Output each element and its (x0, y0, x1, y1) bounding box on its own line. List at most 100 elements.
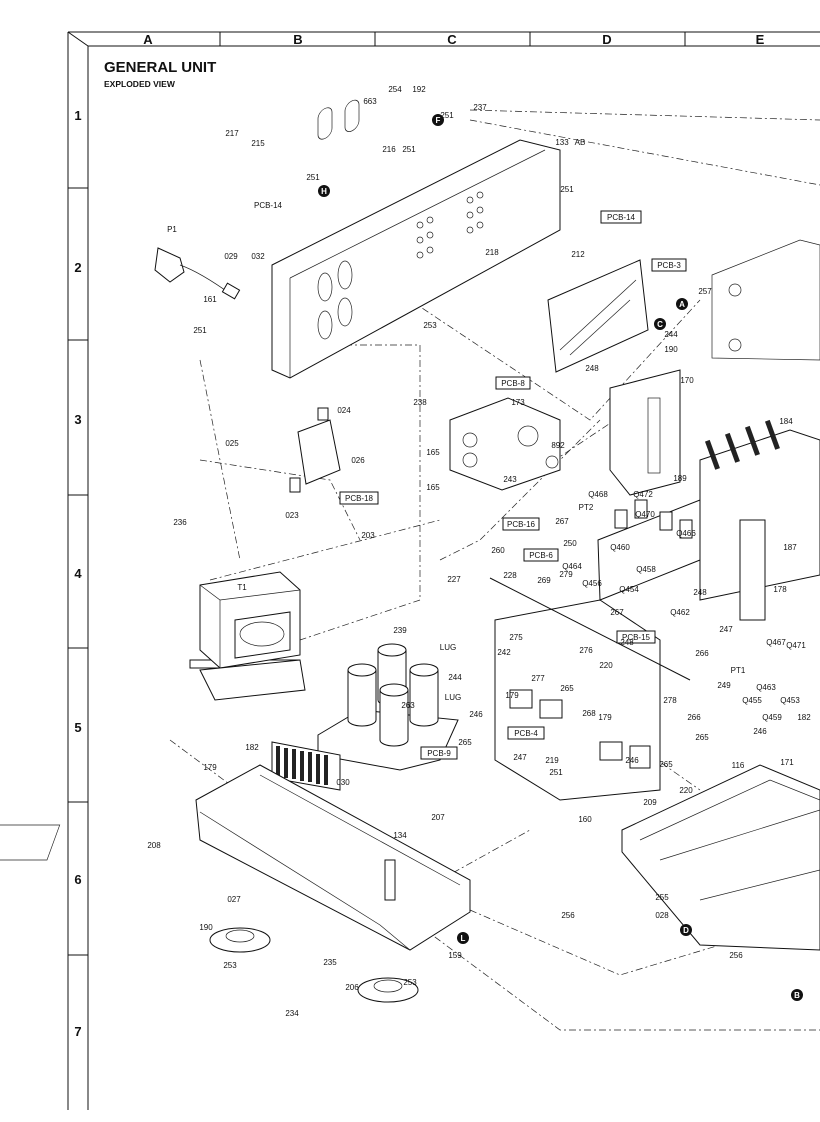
part-number-callout: 023 (285, 511, 299, 520)
row-label-2: 2 (74, 260, 81, 275)
part-number-callout: 165 (426, 483, 440, 492)
part-number-callout: 238 (413, 398, 427, 407)
part-number-callout: 265 (560, 684, 574, 693)
part-number-callout: 254 (388, 85, 402, 94)
part-number-callout: 278 (663, 696, 677, 705)
part-number-callout: Q454 (619, 585, 639, 594)
marker-l: L (457, 932, 469, 944)
part-number-callout: Q456 (582, 579, 602, 588)
pcb-9-box (420, 746, 458, 760)
marker-f: F (432, 114, 444, 126)
part-number-callout: 184 (779, 417, 793, 426)
part-number-callout: 192 (412, 85, 426, 94)
part-number-callout: 234 (285, 1009, 299, 1018)
part-number-callout: 269 (537, 576, 551, 585)
drawing-frame (67, 31, 820, 1110)
part-number-callout: 160 (578, 815, 592, 824)
part-number-callout: 251 (306, 173, 320, 182)
marker-h: H (318, 185, 330, 197)
pcb-14-label: PCB-14 (607, 213, 636, 222)
front-panel (621, 764, 820, 951)
bracket-170 (609, 369, 681, 496)
part-number-callout: 256 (561, 911, 575, 920)
part-number-callout: 257 (698, 287, 712, 296)
part-number-callout: Q458 (636, 565, 656, 574)
part-number-callout: 276 (579, 646, 593, 655)
foot-160 (209, 927, 271, 953)
row-label-7: 7 (74, 1024, 81, 1039)
part-number-callout: 215 (251, 139, 265, 148)
part-number-callout: 182 (797, 713, 811, 722)
pcb-3-board (547, 259, 649, 373)
part-number-callout: 024 (337, 406, 351, 415)
pcb-4-board (494, 599, 661, 801)
pcb-4-label: PCB-4 (514, 729, 538, 738)
part-number-callout: 247 (513, 753, 527, 762)
part-number-callout: Q463 (756, 683, 776, 692)
part-number-callout: 251 (193, 326, 207, 335)
part-number-callout: 179 (505, 691, 519, 700)
part-number-callout: Q462 (670, 608, 690, 617)
pcb-15-box (616, 630, 656, 644)
pcb-8-box (495, 376, 531, 390)
marker-c: C (654, 318, 666, 330)
part-number-callout: 243 (503, 475, 517, 484)
part-number-callout: 235 (323, 958, 337, 967)
part-number-callout: 239 (393, 626, 407, 635)
part-number-callout: 246 (753, 727, 767, 736)
part-number-callout: Q464 (562, 562, 582, 571)
part-number-callout: 248 (693, 588, 707, 597)
part-number-callout: 179 (203, 763, 217, 772)
page-title: GENERAL UNIT (104, 59, 216, 76)
part-number-callout: Q468 (588, 490, 608, 499)
part-number-callout: PT1 (731, 666, 746, 675)
rear-panel (271, 99, 561, 379)
part-number-callout: Q466 (676, 529, 696, 538)
marker-b: B (791, 989, 803, 1001)
part-number-callout: 253 (403, 978, 417, 987)
part-number-callout: 275 (509, 633, 523, 642)
part-number-callout: 219 (545, 756, 559, 765)
part-number-callout: 248 (620, 638, 634, 647)
part-number-callout: 203 (361, 531, 375, 540)
part-number-callout: 178 (773, 585, 787, 594)
row-label-5: 5 (74, 720, 81, 735)
part-number-callout: 025 (225, 439, 239, 448)
part-number-callout: 030 (336, 778, 350, 787)
part-number-callout: 237 (473, 103, 487, 112)
part-number-callout: 255 (655, 893, 669, 902)
part-number-callout: 268 (582, 709, 596, 718)
column-label-a: A (143, 32, 153, 47)
grid-columns: A B C D E (143, 32, 764, 47)
part-number-callout: 266 (687, 713, 701, 722)
pcb-8-label: PCB-8 (501, 379, 525, 388)
pcb-3-box (651, 258, 687, 272)
shaft-228 (489, 577, 691, 681)
column-label-c: C (447, 32, 457, 47)
part-number-callout: 265 (695, 733, 709, 742)
pcb-16-box (502, 517, 540, 531)
part-number-callout: 279 (559, 570, 573, 579)
pcb-16-label: PCB-16 (507, 520, 536, 529)
marker-a: A (676, 298, 688, 310)
column-label-d: D (602, 32, 611, 47)
marker-group: F H A C D L B (318, 114, 803, 1001)
pcb-6-label: PCB-6 (529, 551, 553, 560)
pcb-18-box (339, 491, 379, 505)
part-number-callout: 267 (610, 608, 624, 617)
part-number-callout: 220 (599, 661, 613, 670)
part-number-callout: 251 (440, 111, 454, 120)
part-number-callout: 260 (491, 546, 505, 555)
pcb-18-label: PCB-18 (345, 494, 374, 503)
part-number-callout: 190 (199, 923, 213, 932)
part-number-callout: PCB-14 (254, 201, 283, 210)
pcb-14-box (600, 210, 642, 224)
part-number-callout: 159 (448, 951, 462, 960)
part-number-callout: 277 (531, 674, 545, 683)
part-number-callout: 179 (598, 713, 612, 722)
pcb-6-bracket (597, 499, 701, 601)
part-number-callout: 220 (679, 786, 693, 795)
part-number-callout: 134 (393, 831, 407, 840)
